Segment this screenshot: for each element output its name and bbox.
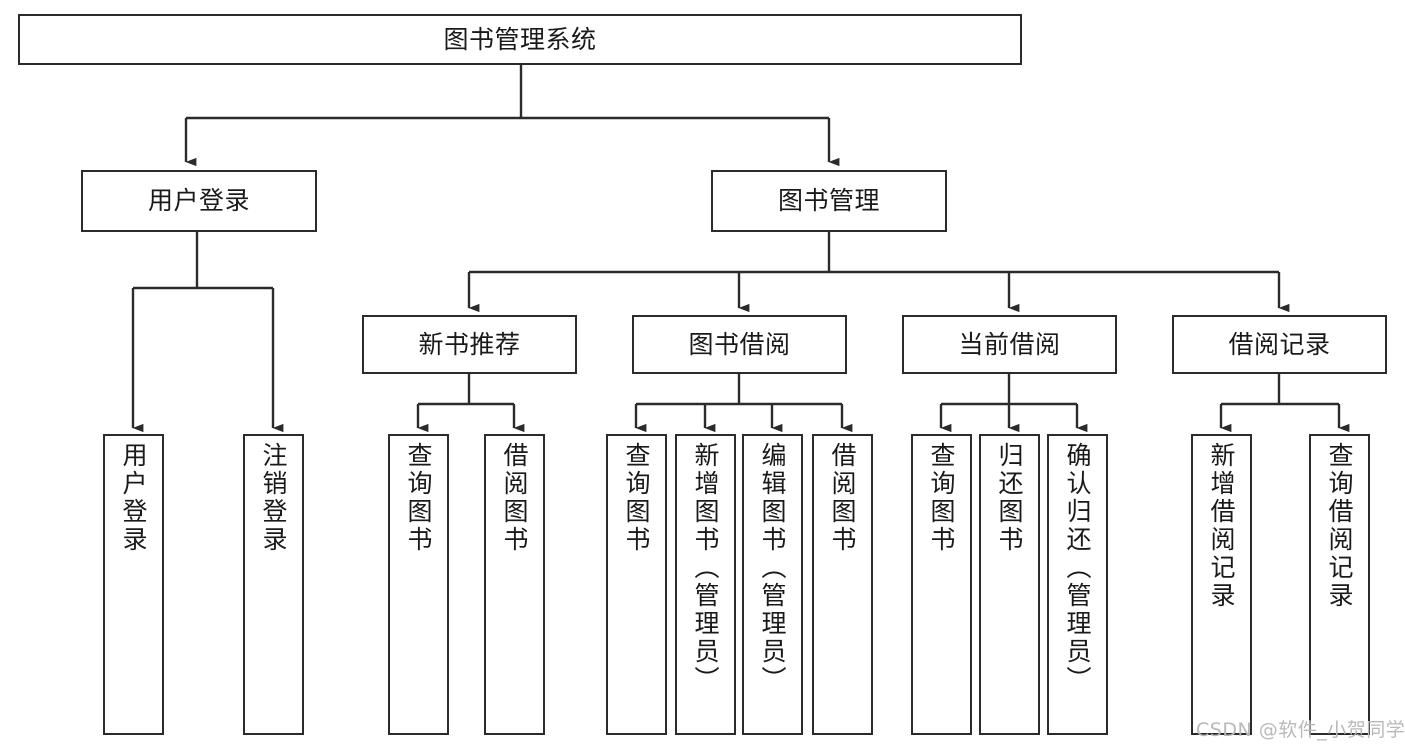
- node-leaf-user-login-signin-label: 用户登录: [119, 442, 148, 554]
- node-leaf-borrow-query-book-label: 查询图书: [622, 442, 651, 554]
- node-book-borrow-label: 图书借阅: [688, 329, 791, 359]
- node-leaf-borrow-add-book-admin-label: 新增图书（管理员）: [691, 442, 720, 694]
- node-root-system-label: 图书管理系统: [443, 24, 597, 54]
- node-current-borrow[interactable]: 当前借阅: [902, 315, 1117, 374]
- node-current-borrow-label: 当前借阅: [958, 329, 1061, 359]
- node-leaf-borrow-query-book[interactable]: 查询图书: [606, 434, 667, 735]
- node-leaf-record-query-record[interactable]: 查询借阅记录: [1309, 434, 1370, 735]
- node-leaf-record-add-record-label: 新增借阅记录: [1207, 442, 1236, 610]
- node-book-management-label: 图书管理: [777, 186, 880, 215]
- node-new-book-recommend[interactable]: 新书推荐: [362, 315, 577, 374]
- node-leaf-user-login-signin[interactable]: 用户登录: [103, 434, 164, 735]
- node-book-borrow[interactable]: 图书借阅: [632, 315, 847, 374]
- node-leaf-recommend-borrow-book[interactable]: 借阅图书: [484, 434, 545, 735]
- node-leaf-current-confirm-return-admin-label: 确认归还（管理员）: [1063, 442, 1092, 694]
- node-leaf-recommend-query-book[interactable]: 查询图书: [388, 434, 449, 735]
- node-leaf-current-return-book[interactable]: 归还图书: [979, 434, 1040, 735]
- node-leaf-borrow-borrow-book-label: 借阅图书: [828, 442, 857, 554]
- node-leaf-user-login-signout-label: 注销登录: [259, 442, 288, 554]
- node-new-book-recommend-label: 新书推荐: [418, 329, 521, 359]
- node-leaf-recommend-borrow-book-label: 借阅图书: [500, 442, 529, 554]
- node-leaf-current-return-book-label: 归还图书: [995, 442, 1024, 554]
- node-book-management[interactable]: 图书管理: [711, 170, 947, 232]
- node-leaf-current-query-book[interactable]: 查询图书: [911, 434, 972, 735]
- node-user-login[interactable]: 用户登录: [81, 170, 317, 232]
- node-leaf-recommend-query-book-label: 查询图书: [404, 442, 433, 554]
- node-leaf-borrow-add-book-admin[interactable]: 新增图书（管理员）: [675, 434, 736, 735]
- node-leaf-user-login-signout[interactable]: 注销登录: [243, 434, 304, 735]
- node-borrow-record[interactable]: 借阅记录: [1172, 315, 1387, 374]
- node-leaf-current-confirm-return-admin[interactable]: 确认归还（管理员）: [1047, 434, 1108, 735]
- node-borrow-record-label: 借阅记录: [1228, 329, 1331, 359]
- node-leaf-borrow-borrow-book[interactable]: 借阅图书: [812, 434, 873, 735]
- node-leaf-current-query-book-label: 查询图书: [927, 442, 956, 554]
- node-leaf-record-add-record[interactable]: 新增借阅记录: [1191, 434, 1252, 735]
- node-leaf-borrow-edit-book-admin-label: 编辑图书（管理员）: [758, 442, 787, 694]
- node-leaf-borrow-edit-book-admin[interactable]: 编辑图书（管理员）: [742, 434, 803, 735]
- node-root-system[interactable]: 图书管理系统: [18, 14, 1022, 65]
- node-user-login-label: 用户登录: [147, 186, 250, 215]
- csdn-watermark: CSDN @软件_小贺同学: [1196, 719, 1405, 741]
- node-leaf-record-query-record-label: 查询借阅记录: [1325, 442, 1354, 610]
